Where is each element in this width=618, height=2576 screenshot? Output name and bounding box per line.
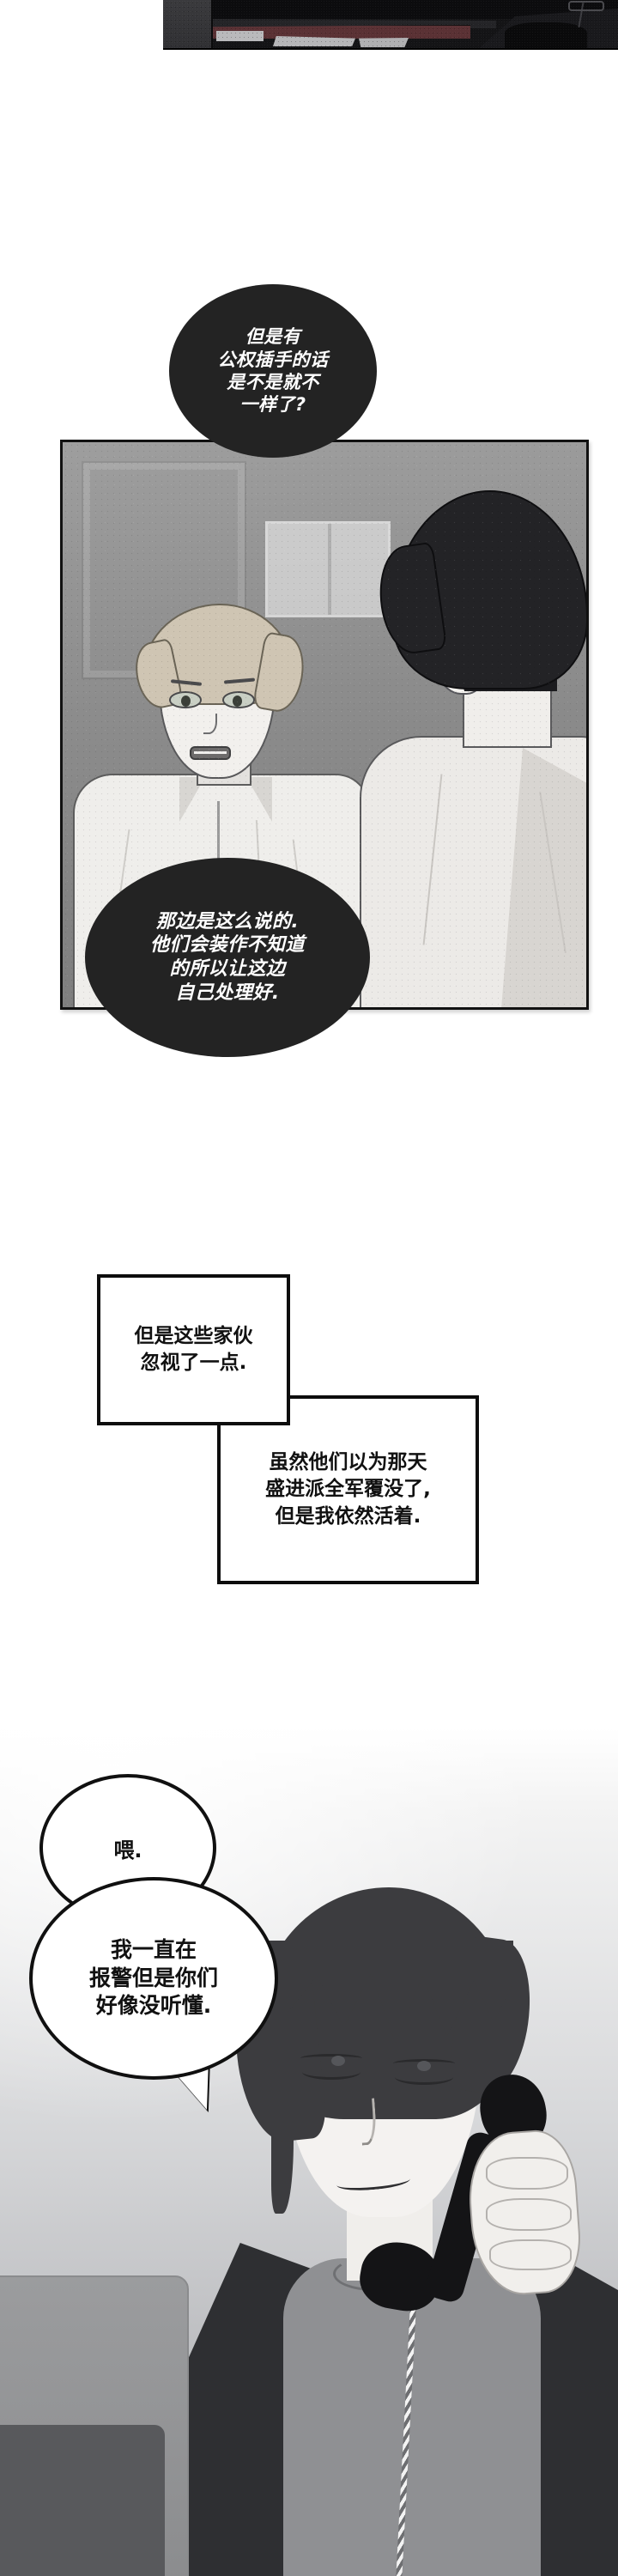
car-lens-right bbox=[359, 38, 409, 47]
speech-bubble-white-1-text: 喂. bbox=[113, 1833, 142, 1863]
box2-line-1: 虽然他们以为那天 bbox=[269, 1451, 427, 1474]
narration-box-1-text: 但是这些家伙 忽视了一点. bbox=[128, 1323, 260, 1376]
car-lens-middle bbox=[273, 36, 355, 46]
narration-box-2-text: 虽然他们以为那天 盛进派全军覆没了, 但是我依然活着. bbox=[258, 1449, 438, 1529]
phone-man-finger bbox=[489, 2239, 572, 2270]
car-tire bbox=[505, 22, 587, 48]
phone-man-eye-left bbox=[302, 2064, 360, 2080]
bubble1-line-3: 是不是就不 bbox=[227, 372, 319, 392]
speech-bubble-dark-1-text: 但是有 公权插手的话 是不是就不 一样了? bbox=[218, 325, 329, 416]
blond-man-hair bbox=[143, 604, 294, 705]
narration-box-2: 虽然他们以为那天 盛进派全军覆没了, 但是我依然活着. bbox=[217, 1395, 479, 1584]
car-lens-left bbox=[216, 31, 264, 41]
car-body-top bbox=[213, 0, 618, 19]
speech-bubble-dark-2: 那边是这么说的. 他们会装作不知道 的所以让这边 自己处理好. bbox=[86, 859, 369, 1056]
bubble2-line-1: 那边是这么说的. bbox=[155, 910, 300, 933]
bubble1-line-4: 一样了? bbox=[239, 394, 306, 416]
bubble4-line-1: 我一直在 bbox=[110, 1937, 197, 1963]
phone-man-eyelid-left bbox=[300, 2054, 362, 2063]
phone-man-pupil-right bbox=[417, 2061, 431, 2071]
car-door-handle bbox=[568, 1, 604, 11]
bubble4-line-2: 报警但是你们 bbox=[88, 1965, 218, 1990]
speech-bubble-dark-1: 但是有 公权插手的话 是不是就不 一样了? bbox=[170, 285, 376, 457]
blond-man-mouth bbox=[190, 746, 231, 760]
phone-man-eye-right bbox=[395, 2069, 453, 2085]
film-grain-overlay bbox=[163, 0, 618, 48]
character-dark-haired-man bbox=[360, 490, 586, 1007]
phone-man-pupil-left bbox=[331, 2056, 345, 2066]
box1-line-1: 但是这些家伙 bbox=[134, 1324, 253, 1347]
curb-pillar bbox=[163, 0, 213, 48]
phone-man-finger bbox=[486, 2198, 572, 2231]
blond-man-pupil-left bbox=[181, 696, 191, 707]
panel-dark-car bbox=[163, 0, 618, 50]
foreground-device-screen bbox=[0, 2425, 165, 2576]
speech-bubble-dark-2-text: 那边是这么说的. 他们会装作不知道 的所以让这边 自己处理好. bbox=[150, 910, 305, 1005]
bubble1-line-2: 公权插手的话 bbox=[217, 349, 329, 370]
bubble2-line-3: 的所以让这边 bbox=[169, 958, 286, 980]
blond-man-pupil-right bbox=[233, 696, 242, 707]
phone-man-eyelid-right bbox=[393, 2059, 455, 2068]
car-bumper bbox=[213, 19, 496, 28]
bubble2-line-2: 他们会装作不知道 bbox=[149, 934, 305, 957]
bubble4-line-3: 好像没听懂. bbox=[95, 1993, 212, 2019]
phone-man-finger bbox=[486, 2157, 568, 2190]
speech-bubble-white-2: 我一直在 报警但是你们 好像没听懂. bbox=[29, 1877, 278, 2080]
speech-bubble-white-2-text: 我一直在 报警但是你们 好像没听懂. bbox=[89, 1936, 218, 2020]
bubble1-line-1: 但是有 bbox=[245, 326, 301, 348]
bubble3-line-1: 喂. bbox=[113, 1838, 142, 1862]
box2-line-2: 盛进派全军覆没了, bbox=[265, 1478, 431, 1501]
bubble2-line-4: 自己处理好. bbox=[175, 981, 280, 1004]
narration-box-1: 但是这些家伙 忽视了一点. bbox=[97, 1274, 290, 1425]
box2-line-3: 但是我依然活着. bbox=[275, 1504, 421, 1528]
blond-man-nose bbox=[203, 714, 217, 734]
box1-line-2: 忽视了一点. bbox=[140, 1352, 247, 1374]
